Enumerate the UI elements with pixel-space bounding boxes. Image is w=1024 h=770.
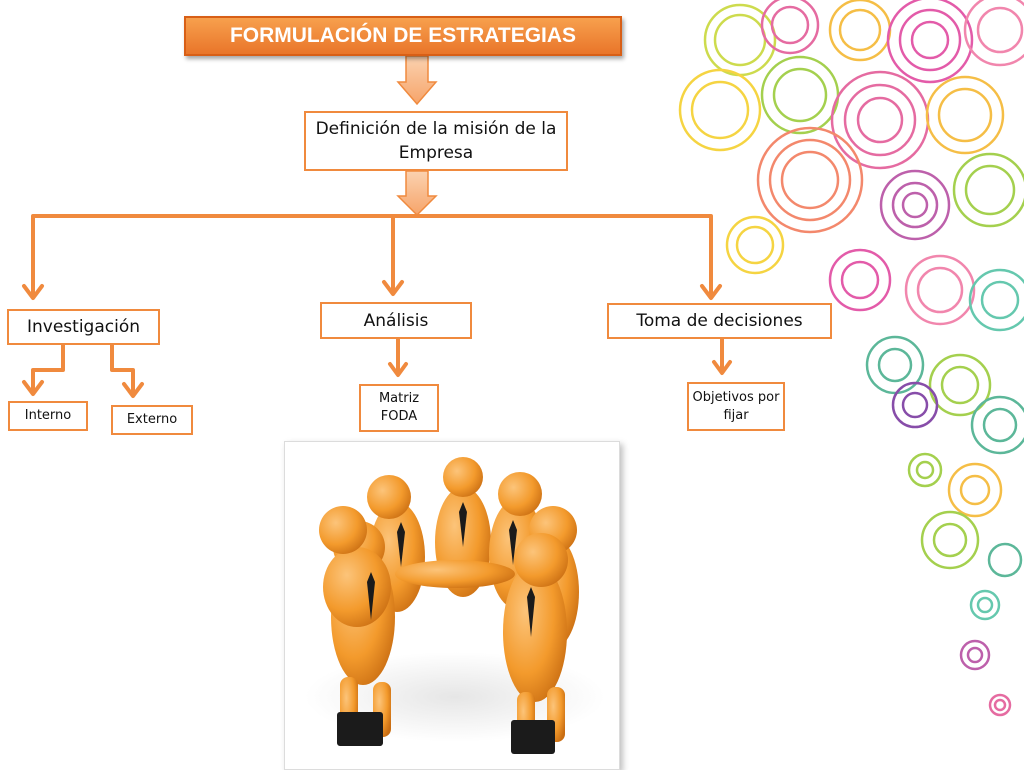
diagram-title: FORMULACIÓN DE ESTRATEGIAS (184, 16, 622, 56)
analisis-box: Análisis (320, 302, 472, 339)
mission-box: Definición de la misión de la Empresa (304, 111, 568, 171)
interno-box: Interno (8, 401, 88, 431)
block-arrow-2 (396, 170, 438, 217)
externo-box: Externo (111, 405, 193, 435)
team-figures-icon (305, 457, 605, 754)
block-arrow-1 (396, 55, 438, 106)
team-illustration (284, 441, 620, 770)
investigacion-box: Investigación (7, 309, 160, 345)
toma-decisiones-box: Toma de decisiones (607, 303, 832, 339)
branch-bar (31, 214, 713, 298)
matriz-foda-box: Matriz FODA (359, 384, 439, 432)
objetivos-box: Objetivos por fijar (687, 382, 785, 431)
